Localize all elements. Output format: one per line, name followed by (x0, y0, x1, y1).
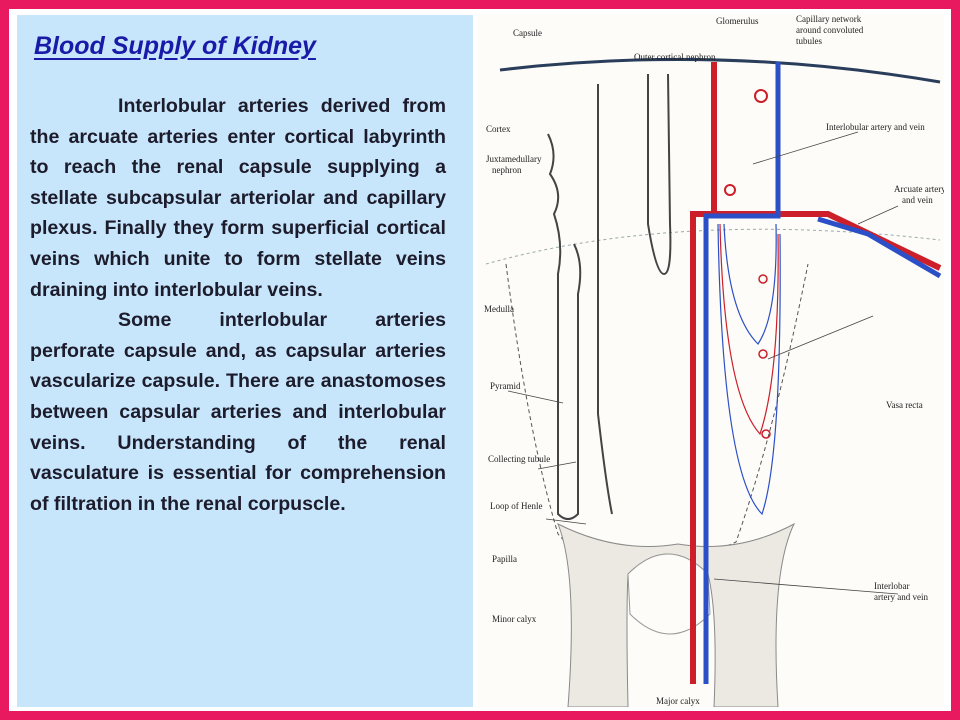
glomerulus-5 (761, 429, 771, 439)
label-minor-calyx: Minor calyx (492, 614, 537, 624)
glomerulus-3 (758, 274, 768, 284)
label-papilla: Papilla (492, 554, 517, 564)
label-pyramid: Pyramid (490, 381, 521, 391)
kidney-vasculature-diagram: Capsule Glomerulus Capillary network aro… (478, 14, 944, 707)
label-loop-of-henle: Loop of Henle (490, 501, 542, 511)
label-capillary-network-2: around convoluted (796, 25, 864, 35)
label-interlobular-artery-vein: Interlobular artery and vein (826, 122, 925, 132)
capsule-line (499, 57, 941, 84)
interlobular-vein (703, 62, 781, 684)
collecting-tubule (597, 84, 613, 515)
label-vasa-recta: Vasa recta (886, 400, 923, 410)
label-cortex: Cortex (486, 124, 511, 134)
vasa-recta-1 (723, 223, 777, 345)
label-capillary-network-1: Capillary network (796, 14, 862, 24)
paragraph-1: Interlobular arteries derived from the a… (30, 95, 446, 301)
label-outer-cortical-nephron: Outer cortical nephron (634, 52, 716, 62)
label-juxtamedullary-1: Juxtamedullary (486, 154, 542, 164)
label-interlobar-2: artery and vein (874, 592, 928, 602)
label-juxtamedullary-2: nephron (492, 165, 522, 175)
label-arcuate-2: and vein (902, 195, 933, 205)
glomerulus-2 (724, 184, 736, 196)
vasa-recta-2 (719, 223, 779, 436)
vasa-recta-3 (717, 223, 781, 516)
label-medulla: Medulla (484, 304, 514, 314)
label-interlobar-1: Interlobar (874, 581, 909, 591)
label-arcuate-1: Arcuate artery (894, 184, 944, 194)
glomerulus-1 (754, 89, 768, 103)
outer-cortical-nephron (647, 73, 672, 276)
glomerulus-4 (758, 349, 768, 359)
pyramid-outline (505, 263, 809, 555)
slide-title: Blood Supply of Kidney (34, 32, 316, 60)
minor-calyx-region (557, 522, 796, 707)
text-panel (17, 15, 473, 707)
slide-body: Interlobular arteries derived from the a… (30, 91, 446, 519)
paragraph-2: Some interlobular arteries perforate cap… (30, 309, 446, 515)
label-glomerulus: Glomerulus (716, 16, 759, 26)
label-collecting-tubule: Collecting tubule (488, 454, 550, 464)
papilla-tip (627, 553, 711, 635)
label-capillary-network-3: tubules (796, 36, 822, 46)
diagram-drawing: Capsule Glomerulus Capillary network aro… (484, 14, 944, 707)
label-capsule: Capsule (513, 28, 542, 38)
arcuate-vein (817, 216, 942, 279)
juxtamedullary-nephron (547, 133, 582, 520)
label-major-calyx: Major calyx (656, 696, 700, 706)
